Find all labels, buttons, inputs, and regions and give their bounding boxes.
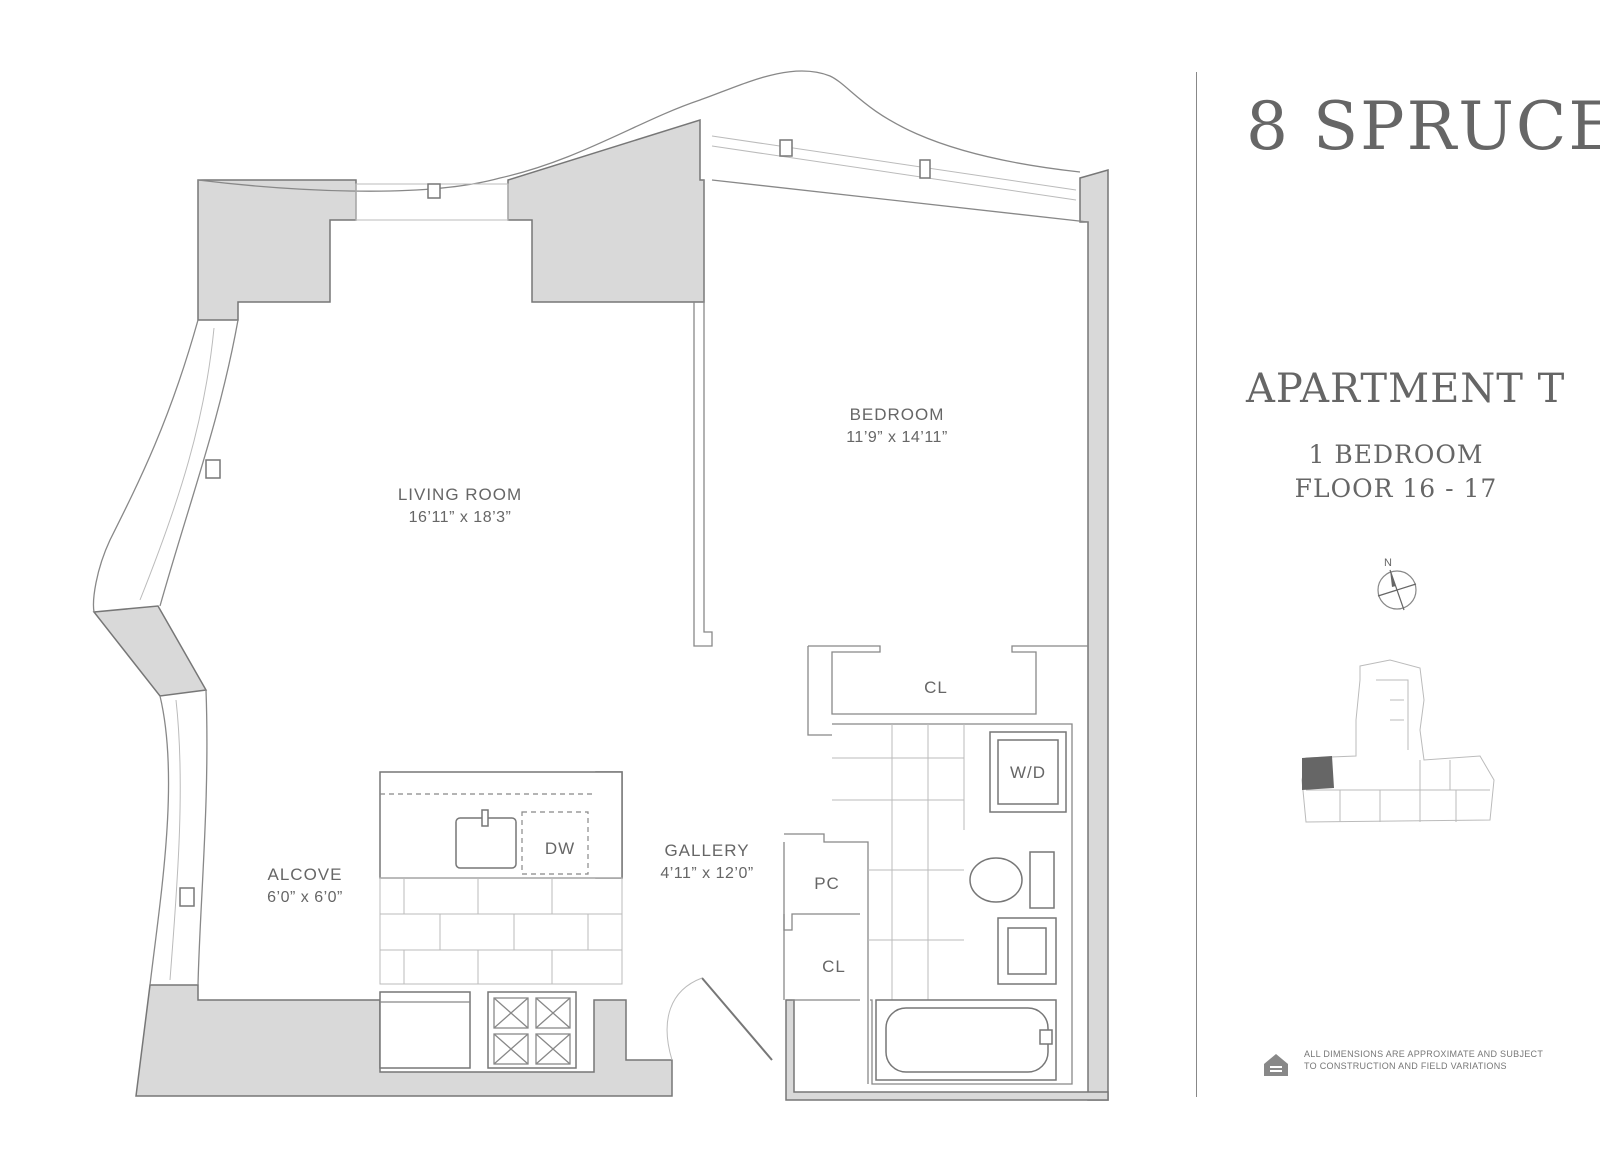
bath-tiles [832,724,965,1000]
right-wall [1079,169,1109,1101]
gallery-label: GALLERY [664,841,749,860]
entry-door [666,977,773,1061]
dishwasher-label: DW [545,839,575,858]
facade [92,70,1081,986]
apartment-title: APARTMENT T [1246,366,1566,412]
left-curve-wall [92,605,208,697]
exterior-walls [92,118,1109,1101]
floor-range: FLOOR 16 - 17 [1294,474,1498,503]
burners [493,997,571,1065]
bedroom-dimensions: 11’9” x 14’11” [846,429,948,446]
interior-walls [693,179,1089,1085]
alcove-label: ALCOVE [268,865,343,884]
hall-closet-label: CL [822,957,846,976]
top-center-wall [507,118,705,303]
kitchen-tiles [379,877,623,985]
faucet [481,809,489,827]
divider-line [1196,72,1197,1097]
bottom-left-wall [135,984,673,1097]
keyplan-highlight-unit [1302,756,1334,790]
gallery-dimensions: 4’11” x 12’0” [660,865,753,882]
compass-north-label: N [1384,557,1392,569]
refrigerator [379,991,471,1069]
top-left-wall [197,179,357,321]
key-plan [1301,659,1495,823]
dishwasher [521,811,589,875]
kitchen [379,771,623,1069]
bedroom-count: 1 BEDROOM [1308,440,1484,469]
alcove-dimensions: 6’0” x 6’0” [267,889,343,906]
toilet [969,857,1023,903]
disclaimer-text: ALL DIMENSIONS ARE APPROXIMATE AND SUBJE… [1304,1049,1543,1071]
washer-dryer-label: W/D [1010,763,1046,782]
living-room-dimensions: 16’11” x 18’3” [409,509,512,526]
bedroom-label: BEDROOM [850,405,945,424]
bathroom [832,724,1067,1081]
equal-housing-icon [1264,1054,1288,1076]
compass-icon [1377,569,1417,611]
living-room-label: LIVING ROOM [398,485,522,504]
brand-logo: 8 SPRUCE [1246,88,1600,165]
bedroom-closet-label: CL [924,678,948,697]
range [487,991,577,1069]
powder-closet-label: PC [814,874,840,893]
